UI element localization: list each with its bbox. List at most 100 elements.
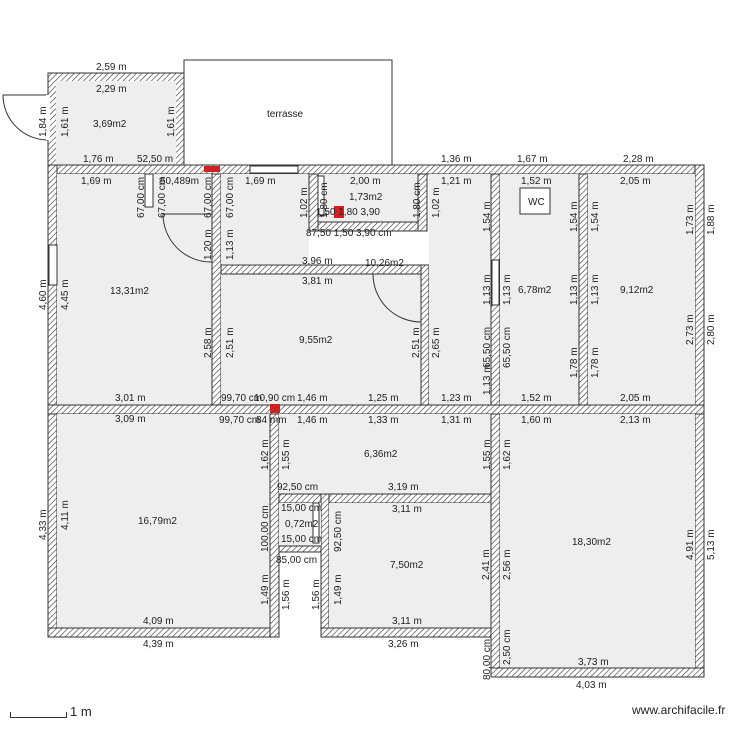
dim-label: 65,50 cm bbox=[502, 327, 513, 368]
dim-label: 1,02 m bbox=[299, 187, 310, 218]
wc-label: WC bbox=[528, 197, 545, 208]
dim-label: 2,41 m bbox=[481, 549, 492, 580]
wall-bottom-right bbox=[490, 667, 705, 678]
dim-label: 3,09 m bbox=[115, 414, 146, 425]
dim-label: 1,49 m bbox=[260, 574, 271, 605]
window-entry bbox=[144, 173, 154, 208]
scale-label: 1 m bbox=[70, 704, 92, 719]
dim-label: 1,76 m bbox=[83, 154, 114, 165]
dim-label: 2,05 m bbox=[620, 176, 651, 187]
area-room-bottom-left: 16,79m2 bbox=[138, 516, 177, 527]
dim-label: 1,78 m bbox=[590, 347, 601, 378]
room-right-top bbox=[588, 174, 695, 405]
area-room-center: 9,55m2 bbox=[299, 335, 333, 346]
scale-bar bbox=[10, 712, 67, 718]
dim-label: 2,56 m bbox=[502, 549, 513, 580]
dim-label: 2,80 m bbox=[706, 314, 717, 345]
wall-closet-right bbox=[320, 493, 330, 638]
dim-label: 52,50 m bbox=[137, 154, 173, 165]
wall-mid bbox=[47, 404, 705, 415]
dim-label: 1,78 m bbox=[569, 347, 580, 378]
dim-label: 4,60 m bbox=[38, 279, 49, 310]
dim-label: 1,62 m bbox=[502, 439, 513, 470]
dim-label: 3,01 m bbox=[115, 393, 146, 404]
wall-hall-left bbox=[308, 173, 319, 232]
dim-label: 1,80 cm bbox=[319, 182, 330, 218]
room-corridor-mid bbox=[279, 414, 491, 494]
room-left bbox=[57, 174, 212, 405]
window-hall bbox=[317, 175, 325, 217]
dim-label: 1,60 m bbox=[521, 415, 552, 426]
wall-closet-bottom bbox=[278, 545, 322, 553]
dim-label: 1,73 m bbox=[685, 204, 696, 235]
dim-label: 1,36 m bbox=[441, 154, 472, 165]
dim-label: 2,05 m bbox=[620, 393, 651, 404]
site-credit[interactable]: www.archifacile.fr bbox=[632, 703, 726, 717]
dim-label: 3,81 m bbox=[302, 276, 333, 287]
dim-label: 67,00 cm bbox=[225, 177, 236, 218]
dim-label: 2,28 m bbox=[623, 154, 654, 165]
dim-label: 1,88 m bbox=[706, 204, 717, 235]
dim-label: 1,55 m bbox=[281, 439, 292, 470]
dim-label: 1,54 m bbox=[482, 201, 493, 232]
dim-label: 1,61 m bbox=[166, 106, 177, 137]
room-center bbox=[221, 274, 421, 405]
dim-label: 4,03 m bbox=[576, 680, 607, 691]
dim-label: 2,29 m bbox=[96, 84, 127, 95]
entry-door bbox=[2, 94, 49, 141]
dim-label: 2,51 m bbox=[225, 327, 236, 358]
dim-label: 1,13 m bbox=[569, 274, 580, 305]
room-entry bbox=[56, 81, 176, 166]
wall-outer-right bbox=[694, 164, 705, 678]
dim-label: 1,52 m bbox=[521, 393, 552, 404]
terrace bbox=[183, 59, 393, 166]
dim-label: 1,55 m bbox=[482, 439, 493, 470]
dim-label: 67,00 cm bbox=[136, 177, 147, 218]
wall-hall-right bbox=[417, 173, 428, 232]
dim-label: 1,46 m bbox=[297, 393, 328, 404]
dim-label: 100,00 cm bbox=[260, 505, 271, 552]
dim-label: 2,50 cm bbox=[502, 629, 513, 665]
dim-label: 3,11 m bbox=[392, 504, 422, 515]
dim-label: 50,489m bbox=[160, 176, 199, 187]
dim-label: 1,80 cm bbox=[412, 182, 423, 218]
wall-outer-main bbox=[47, 164, 704, 175]
wall-corridor-bottom bbox=[278, 493, 501, 504]
dim-label: 99,70 cm bbox=[221, 393, 262, 404]
marker-3 bbox=[270, 404, 280, 413]
dim-label: 2,59 m bbox=[96, 62, 127, 73]
area-room-bottom-right: 18,30m2 bbox=[572, 537, 611, 548]
door-room-center bbox=[372, 273, 422, 323]
wall-vert-wc-right bbox=[578, 173, 589, 407]
dim-label: 4,11 m bbox=[60, 500, 71, 530]
dim-label: 2,73 m bbox=[685, 314, 696, 345]
dim-label: 2,51 m bbox=[411, 327, 422, 358]
wall-bottom-center bbox=[320, 627, 501, 638]
dim-label: 3,19 m bbox=[388, 482, 419, 493]
dim-label: 1,62 m bbox=[260, 439, 271, 470]
dim-label: 65,50 cm bbox=[482, 327, 493, 368]
dim-label: 4,09 m bbox=[143, 616, 174, 627]
dim-label: 1,21 m bbox=[441, 176, 472, 187]
dim-label: 67,00 cm bbox=[203, 177, 214, 218]
room-bottom-right bbox=[500, 414, 695, 668]
dim-label: 99,70 cm bbox=[219, 415, 260, 426]
dim-label: 1,61 m bbox=[60, 106, 71, 137]
dim-label: 1,69 m bbox=[81, 176, 112, 187]
area-room-bottom-center: 7,50m2 bbox=[390, 560, 424, 571]
dim-label: 1,52 m bbox=[521, 176, 552, 187]
dim-label: 1,13 m bbox=[590, 274, 601, 305]
dim-label: 2,58 m bbox=[203, 327, 214, 358]
wall-outer-left bbox=[47, 164, 58, 638]
dim-label: 1,13 m bbox=[502, 274, 513, 305]
dim-label: 1,49 m bbox=[333, 574, 344, 605]
dim-label: 92,50 cm bbox=[333, 511, 344, 552]
area-room-left: 13,31m2 bbox=[110, 286, 149, 297]
dim-label: 87,50 1,50 3,90 cm bbox=[306, 228, 392, 239]
dim-label: 5,13 m bbox=[706, 529, 717, 560]
window-top bbox=[249, 165, 299, 174]
dim-label: 15,00 cm bbox=[281, 534, 322, 545]
dim-label: 3,26 m bbox=[388, 639, 419, 650]
window-wc bbox=[491, 259, 500, 306]
